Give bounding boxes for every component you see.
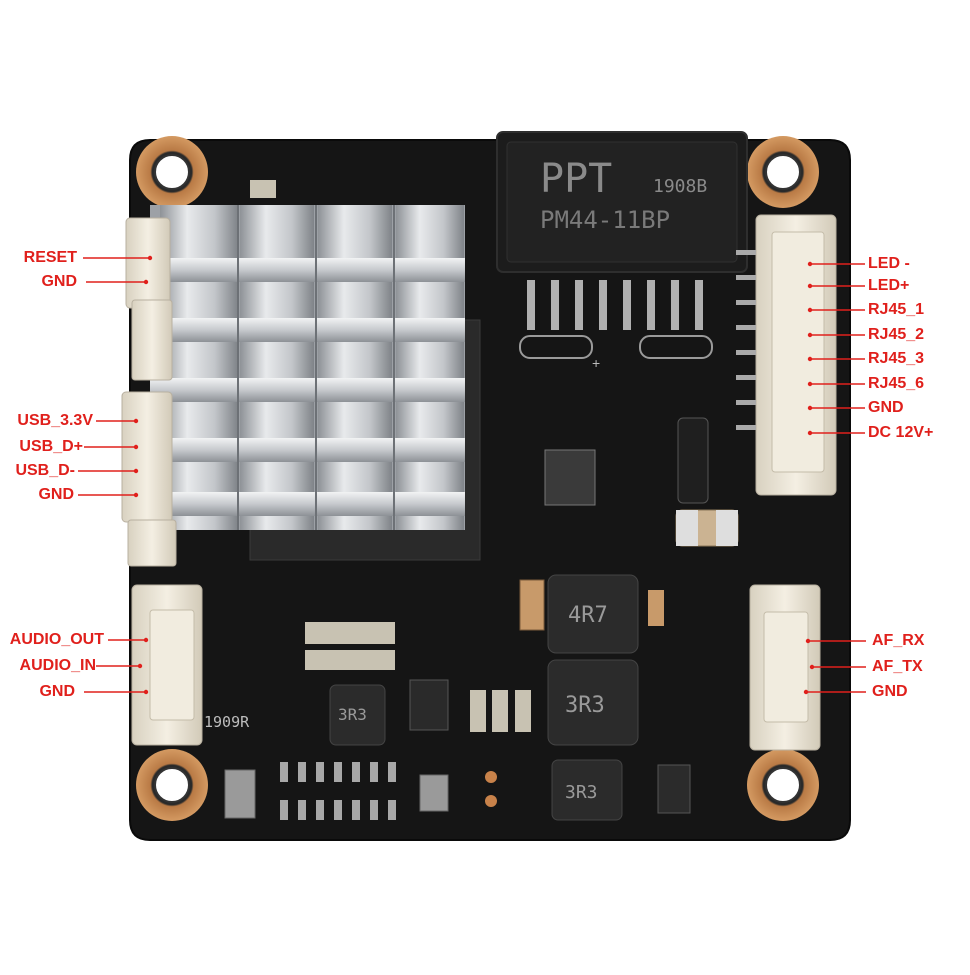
transformer-code: 1908B: [653, 176, 707, 197]
pin-label-right-rj45-1-2: RJ45_1: [868, 301, 925, 318]
pin-label-right-dc-12v-7: DC 12V+: [868, 424, 934, 441]
mounting-hole-bottom-right: [747, 749, 819, 821]
pin-label-right-rj45-6-5-callout-dot: [807, 381, 813, 387]
pin-label-left-gnd-5-callout-dot: [133, 492, 139, 498]
pin-label-right-led-1: LED+: [868, 277, 910, 294]
pin-label-right-rj45-2-3: RJ45_2: [868, 326, 925, 343]
usb-connector: [121, 391, 177, 567]
ribbon-pads: [280, 762, 396, 820]
callout-lines: [78, 257, 866, 693]
inductor-3r3-left: 3R3: [329, 684, 386, 746]
pin-label-right-af-rx-8: AF_RX: [872, 632, 925, 649]
polarity-mark: +: [592, 355, 600, 371]
inductor-3r3-small: 3R3: [551, 759, 623, 821]
pin-label-right-rj45-6-5: RJ45_6: [868, 375, 925, 392]
pin-label-left-usb-d-3: USB_D+: [19, 438, 83, 455]
board-code: 1909R: [204, 713, 250, 731]
pin-label-right-rj45-3-4: RJ45_3: [868, 350, 925, 367]
pin-label-left-gnd-1: GND: [41, 273, 77, 290]
inductor-4r7-marking: 4R7: [568, 603, 608, 628]
reset-connector: [125, 217, 173, 381]
pin-label-right-af-tx-9-callout-dot: [809, 664, 815, 670]
pin-label-right-led-0-callout-dot: [807, 261, 813, 267]
pin-label-left-gnd-8-callout-dot: [143, 689, 149, 695]
rj45-power-connector: [736, 214, 837, 496]
pin-label-right-gnd-6: GND: [868, 399, 904, 416]
heatsink: [150, 205, 465, 530]
pin-label-left-reset-0-callout-dot: [147, 255, 153, 261]
pin-label-right-dc-12v-7-callout-dot: [807, 430, 813, 436]
pin-label-left-audio-out-6: AUDIO_OUT: [9, 631, 104, 648]
inductor-3r3-small-marking: 3R3: [565, 782, 598, 803]
pin-label-right-led-0: LED -: [868, 255, 910, 272]
pin-label-right-rj45-1-2-callout-dot: [807, 307, 813, 313]
pin-label-right-af-rx-8-callout-dot: [805, 638, 811, 644]
pin-label-left-audio-out-6-callout-dot: [143, 637, 149, 643]
pin-label-right-rj45-3-4-callout-dot: [807, 356, 813, 362]
pin-label-left-gnd-8: GND: [39, 683, 75, 700]
pin-label-right-gnd-6-callout-dot: [807, 405, 813, 411]
mounting-hole-top-left: [136, 136, 208, 208]
rj45-transformer: PPT 1908B PM44-11BP: [496, 131, 748, 273]
transformer-brand: PPT: [540, 156, 612, 202]
smd-components: [224, 180, 739, 819]
pin-label-left-audio-in-7: AUDIO_IN: [19, 657, 96, 674]
pin-label-left-gnd-1-callout-dot: [143, 279, 149, 285]
pin-label-left-usb-3-3v-2: USB_3.3V: [17, 412, 93, 429]
inductor-3r3: 3R3: [547, 659, 639, 746]
pin-label-left-usb-3-3v-2-callout-dot: [133, 418, 139, 424]
pin-label-left-gnd-5: GND: [38, 486, 74, 503]
pin-label-left-usb-d-4-callout-dot: [133, 468, 139, 474]
transformer-pins: [527, 280, 703, 330]
pin-label-left-usb-d-3-callout-dot: [133, 444, 139, 450]
pin-label-left-usb-d-4: USB_D-: [15, 462, 75, 479]
callout-dots: [133, 255, 815, 695]
audio-connector: [131, 584, 203, 746]
pin-label-right-gnd-10: GND: [872, 683, 908, 700]
mounting-hole-bottom-left: [136, 749, 208, 821]
mounting-hole-top-right: [747, 136, 819, 208]
pin-label-right-led-1-callout-dot: [807, 283, 813, 289]
af-connector: [749, 584, 821, 751]
inductor-3r3-left-marking: 3R3: [338, 705, 367, 724]
pin-label-right-rj45-2-3-callout-dot: [807, 332, 813, 338]
pin-label-right-gnd-10-callout-dot: [803, 689, 809, 695]
pin-label-left-reset-0: RESET: [23, 249, 77, 266]
transformer-part: PM44-11BP: [540, 206, 670, 234]
pin-label-right-af-tx-9: AF_TX: [872, 658, 923, 675]
inductor-3r3-marking: 3R3: [565, 693, 605, 718]
pin-label-left-audio-in-7-callout-dot: [137, 663, 143, 669]
inductor-4r7: 4R7: [547, 574, 639, 654]
